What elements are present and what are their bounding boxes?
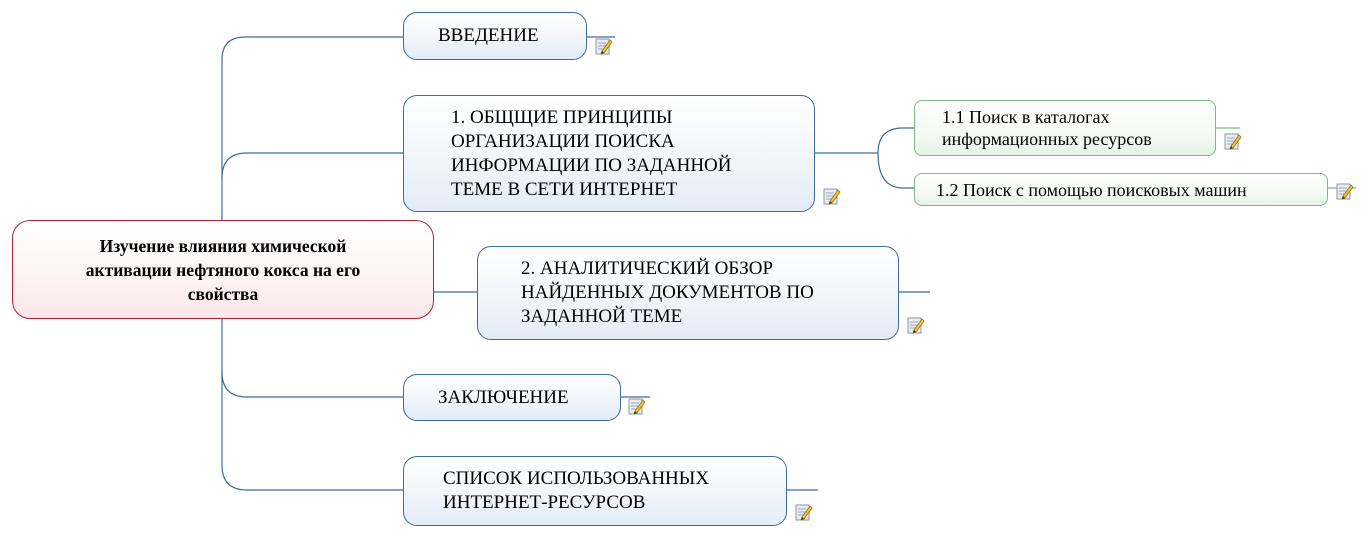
topic-line: ЗАДАННОЙ ТЕМЕ [521, 306, 683, 327]
connector-section1 [221, 152, 404, 179]
subtopic-label: 1.2 Поиск с помощью поисковых машин [936, 179, 1247, 200]
topic-line: 2. АНАЛИТИЧЕСКИЙ ОБЗОР [521, 258, 774, 279]
topic-sources[interactable]: СПИСОК ИСПОЛЬЗОВАННЫХ ИНТЕРНЕТ-РЕСУРСОВ [403, 456, 787, 526]
subtopic-section1-2[interactable]: 1.2 Поиск с помощью поисковых машин [914, 173, 1328, 206]
topic-label: 2. АНАЛИТИЧЕСКИЙ ОБЗОР НАЙДЕННЫХ ДОКУМЕН… [521, 257, 814, 329]
subtopic-line: информационных ресурсов [942, 129, 1152, 149]
topic-line: НАЙДЕННЫХ ДОКУМЕНТОВ ПО [521, 282, 814, 303]
topic-label: 1. ОБЩЩИЕ ПРИНЦИПЫ ОРГАНИЗАЦИИ ПОИСКА ИН… [451, 106, 732, 202]
topic-line: ТЕМЕ В СЕТИ ИНТЕРНЕТ [451, 178, 678, 200]
topic-line: 1. ОБЩЩИЕ ПРИНЦИПЫ [451, 106, 673, 128]
topic-section1[interactable]: 1. ОБЩЩИЕ ПРИНЦИПЫ ОРГАНИЗАЦИИ ПОИСКА ИН… [403, 95, 815, 212]
topic-line: ОРГАНИЗАЦИИ ПОИСКА [451, 130, 675, 152]
topic-conclusion[interactable]: ЗАКЛЮЧЕНИЕ [403, 374, 621, 421]
topic-label: ЗАКЛЮЧЕНИЕ [438, 386, 569, 408]
topic-line: СПИСОК ИСПОЛЬЗОВАННЫХ [443, 468, 710, 489]
central-topic-line: активации нефтяного кокса на его [85, 259, 361, 280]
topic-intro[interactable]: ВВЕДЕНИЕ [403, 12, 587, 60]
note-icon[interactable] [1336, 182, 1354, 200]
subtopic-line: 1.1 Поиск в каталогах [942, 107, 1110, 127]
central-topic-line: Изучение влияния химической [99, 235, 347, 256]
connector-subtopic-1 [877, 127, 914, 154]
central-topic-line: свойства [187, 283, 259, 304]
note-icon[interactable] [795, 503, 813, 521]
connector-conclusion [221, 371, 404, 398]
note-icon[interactable] [595, 37, 613, 55]
topic-line: ИНТЕРНЕТ-РЕСУРСОВ [443, 492, 646, 513]
note-icon[interactable] [823, 187, 841, 205]
note-icon[interactable] [628, 397, 646, 415]
topic-line: ИНФОРМАЦИИ ПО ЗАДАННОЙ [451, 154, 732, 176]
note-icon[interactable] [1224, 132, 1242, 150]
trunk-line [221, 36, 404, 232]
central-topic-text: Изучение влияния химической активации не… [86, 234, 360, 306]
topic-label: ВВЕДЕНИЕ [438, 25, 539, 46]
topic-section2[interactable]: 2. АНАЛИТИЧЕСКИЙ ОБЗОР НАЙДЕННЫХ ДОКУМЕН… [477, 246, 899, 340]
subtopic-section1-1[interactable]: 1.1 Поиск в каталогах информационных рес… [914, 100, 1216, 156]
central-topic[interactable]: Изучение влияния химической активации не… [12, 220, 434, 319]
note-icon[interactable] [907, 316, 925, 334]
topic-label: СПИСОК ИСПОЛЬЗОВАННЫХ ИНТЕРНЕТ-РЕСУРСОВ [443, 467, 709, 515]
connector-subtopic-2 [877, 152, 914, 189]
trunk-line-lower [221, 318, 404, 491]
subtopic-label: 1.1 Поиск в каталогах информационных рес… [942, 106, 1152, 150]
